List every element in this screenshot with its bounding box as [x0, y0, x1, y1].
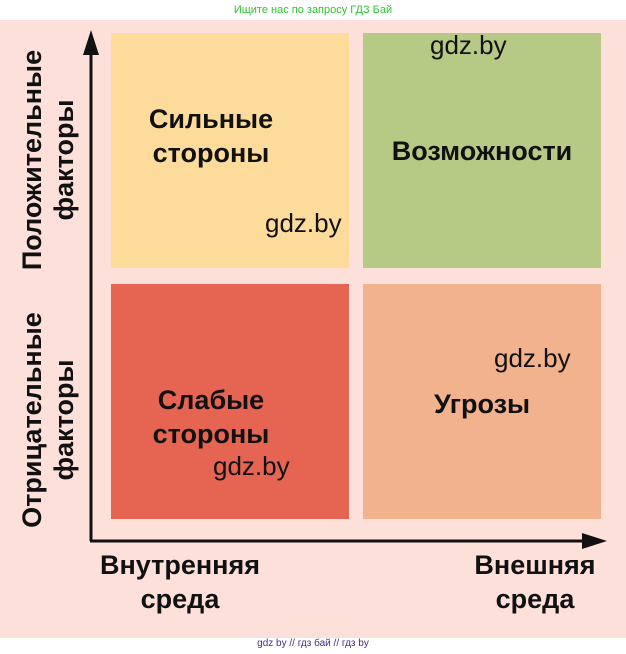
quadrant-opportunities: Возможности [363, 33, 601, 268]
label-external-environment: Внешняя среда [474, 550, 596, 614]
footer: gdz by // гдз бай // гдз by [257, 638, 369, 649]
watermark: gdz.by [213, 451, 290, 481]
watermark: gdz.by [430, 30, 507, 60]
quadrant-threats: Угрозы [363, 284, 601, 519]
header-banner: Ищите нас по запросу ГДЗ Бай [233, 4, 393, 16]
label-negative-factors: Отрицательные факторы [17, 312, 80, 528]
label-internal-environment: Внутренняя среда [99, 550, 260, 614]
y-axis-arrow-icon [83, 30, 99, 55]
x-axis-arrow-icon [582, 533, 607, 549]
quadrant-strengths: Сильные стороны [111, 33, 349, 268]
quadrant-weaknesses: Слабые стороны [111, 284, 349, 519]
label-positive-factors: Положительные факторы [17, 49, 79, 271]
watermark: gdz.by [494, 343, 571, 373]
watermark: gdz.by [265, 208, 342, 238]
